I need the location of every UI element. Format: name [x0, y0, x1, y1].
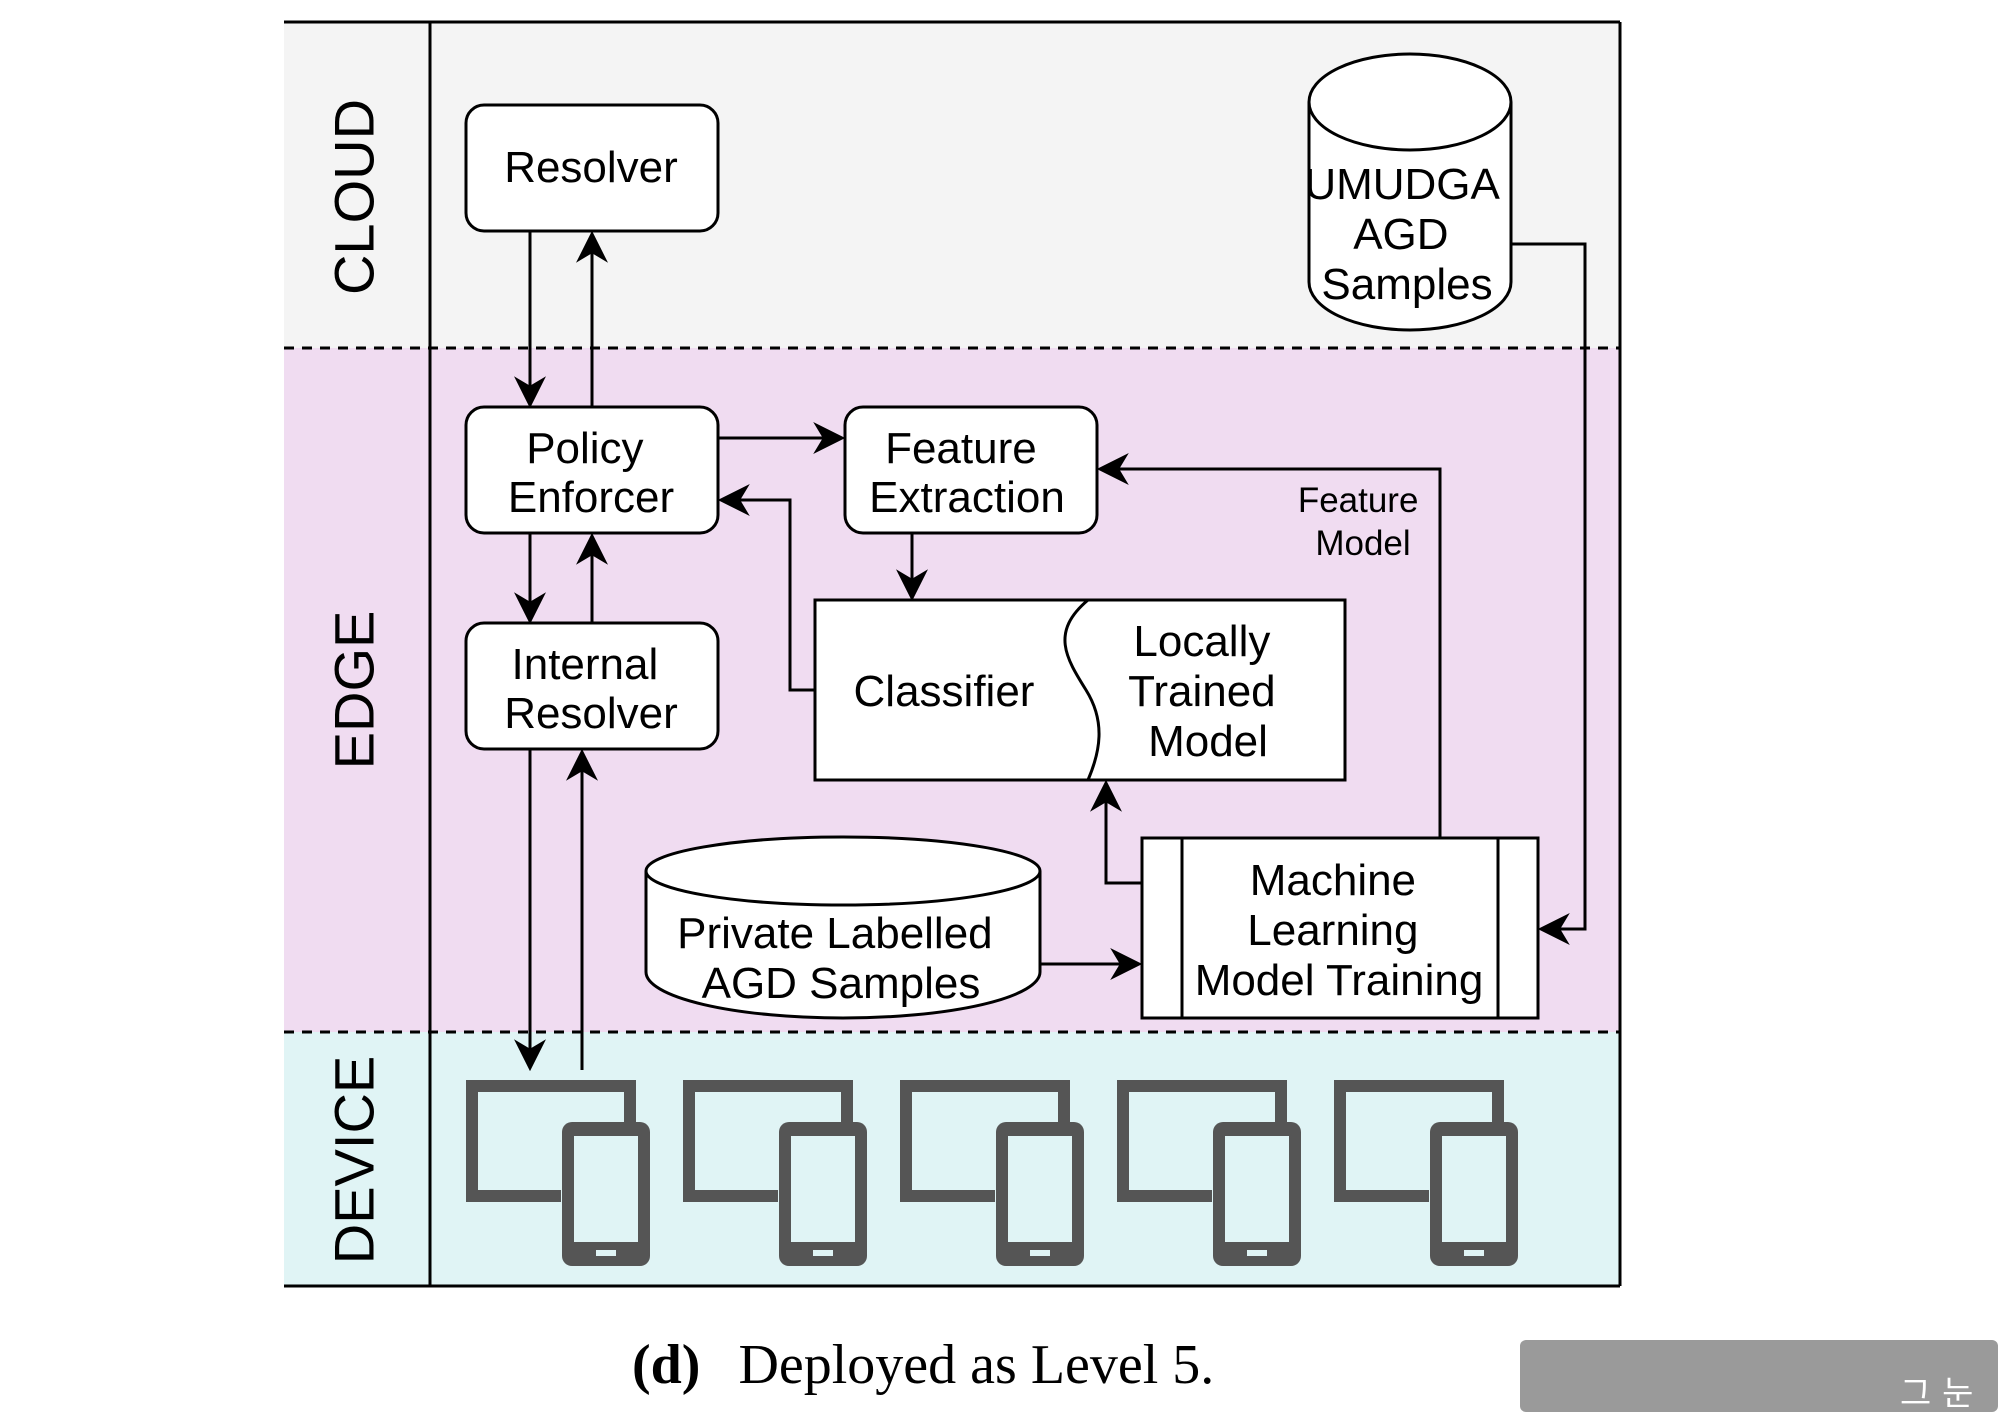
umudga-line-3: Samples [1321, 260, 1492, 309]
feature-model-label-line-2: Model [1315, 524, 1410, 563]
feature-extraction-node: Feature Extraction [843, 405, 1099, 535]
svg-text:UMUDGA AGD Samples: UMUDGA AGD Samples [1304, 160, 1509, 309]
internal-resolver-line-1: Internal [512, 640, 659, 689]
caption-label: (d) [632, 1334, 700, 1396]
svg-text:Policy Enforcer: Policy Enforcer [508, 424, 674, 522]
caption-text: Deployed as Level 5. [738, 1334, 1214, 1396]
svg-text:Locally Trained Mo: Locally Trained Model [1128, 617, 1288, 766]
device-lane [284, 1032, 1620, 1286]
svg-text:Feature Extraction: Feature Extraction [869, 424, 1065, 522]
private-samples-line-1: Private Labelled [677, 909, 993, 958]
internal-resolver-node: Internal Resolver [464, 621, 720, 751]
ml-training-line-2: Learning [1247, 906, 1418, 955]
svg-text:Resolver: Resolver [504, 143, 678, 192]
private-samples-line-2: AGD Samples [702, 959, 981, 1008]
figure-caption: (d) Deployed as Level 5. [632, 1334, 1214, 1396]
ml-training-line-1: Machine [1250, 856, 1416, 905]
locally-trained-model-line-3: Model [1148, 717, 1268, 766]
overlay-bar[interactable]: 그 눈 [1520, 1340, 1998, 1412]
umudga-samples-database: UMUDGA AGD Samples [1304, 52, 1513, 332]
svg-text:Feature Model: Feature Model [1298, 481, 1428, 563]
classifier-node: Classifier Locally Trained Model [813, 598, 1347, 782]
connector-arrows [514, 230, 1587, 1072]
overlay-text: 그 눈 [1900, 1374, 1973, 1412]
private-samples-database: Private Labelled AGD Samples [644, 835, 1042, 1020]
policy-enforcer-node: Policy Enforcer [464, 405, 720, 535]
svg-text:Machine Learning M: Machine Learning Model Training [1195, 856, 1484, 1005]
policy-enforcer-line-2: Enforcer [508, 473, 674, 522]
feature-extraction-line-2: Extraction [869, 473, 1065, 522]
ml-training-line-3: Model Training [1195, 956, 1484, 1005]
feature-extraction-line-1: Feature [885, 424, 1037, 473]
internal-resolver-line-2: Resolver [504, 689, 678, 738]
umudga-line-2: AGD [1353, 210, 1448, 259]
lane-label-device: DEVICE [323, 1056, 386, 1265]
lane-label-edge: EDGE [323, 611, 386, 770]
locally-trained-model-line-2: Trained [1128, 667, 1276, 716]
svg-text:Internal Resolver: Internal Resolver [504, 640, 678, 738]
locally-trained-model-line-1: Locally [1133, 617, 1270, 666]
policy-enforcer-line-1: Policy [526, 424, 643, 473]
ml-training-node: Machine Learning Model Training [1140, 836, 1540, 1020]
classifier-label: Classifier [854, 667, 1035, 716]
lane-label-cloud: CLOUD [323, 99, 386, 295]
feature-model-label-line-1: Feature [1298, 481, 1419, 520]
umudga-line-1: UMUDGA [1304, 160, 1500, 209]
resolver-node: Resolver [464, 103, 720, 233]
resolver-label: Resolver [504, 143, 678, 192]
svg-text:Private Labelled AGD Sam: Private Labelled AGD Samples [677, 909, 1005, 1008]
